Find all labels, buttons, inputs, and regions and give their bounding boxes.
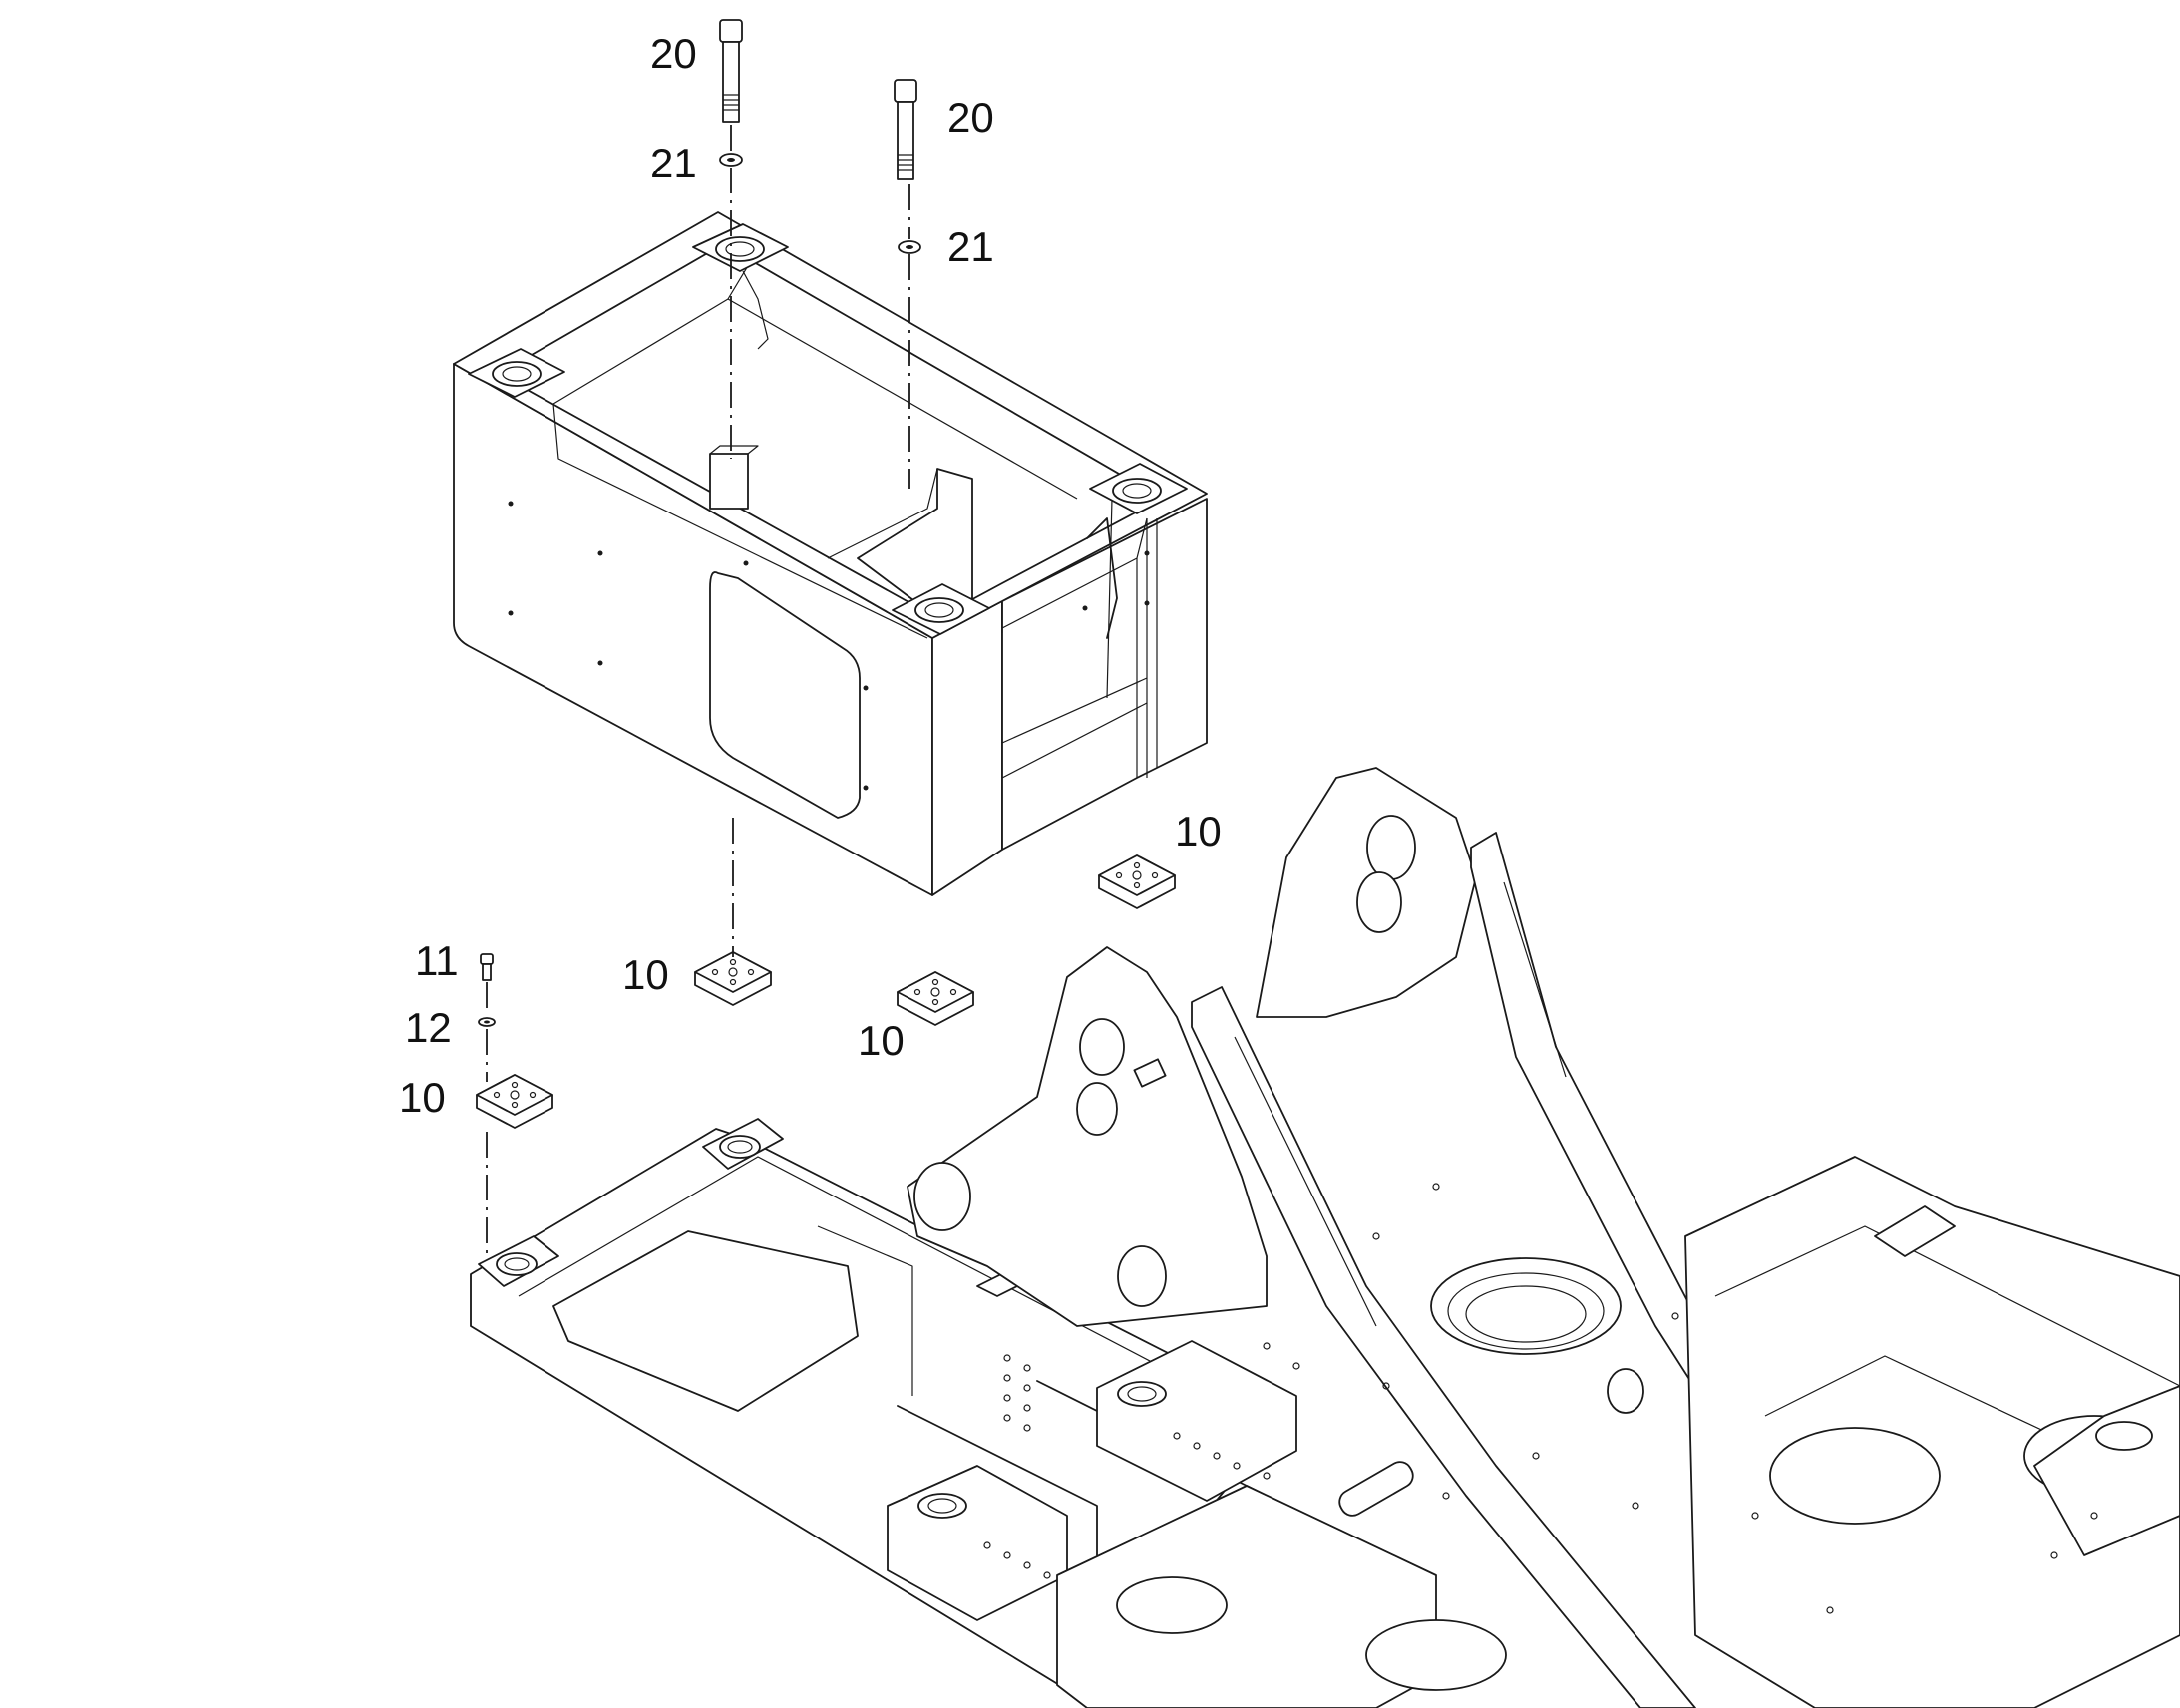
boom-pin-hole-3 bbox=[1076, 1082, 1118, 1136]
frame-mount-left bbox=[478, 1235, 559, 1287]
bolt-right bbox=[894, 79, 917, 180]
swing-bearing-ring bbox=[1430, 1257, 1622, 1355]
tank-mount-right bbox=[1089, 463, 1188, 514]
washer-right bbox=[898, 240, 921, 254]
small-washer bbox=[478, 1017, 496, 1027]
pad-center bbox=[897, 971, 974, 1026]
washer-left bbox=[719, 153, 743, 167]
callout-washer-right: 21 bbox=[947, 223, 994, 270]
callout-bolt-left: 20 bbox=[650, 30, 697, 77]
frame-lower-section bbox=[1056, 1485, 1437, 1708]
boom-pin-hole-5 bbox=[1356, 871, 1402, 933]
diagonal-beam-front bbox=[1191, 986, 1696, 1708]
callout-pad-center: 10 bbox=[858, 1017, 905, 1064]
tank-mount-front bbox=[892, 583, 990, 635]
boom-pin-hole-4 bbox=[1366, 815, 1416, 880]
tank-mount-left bbox=[468, 348, 565, 398]
boom-pin-hole-1 bbox=[913, 1162, 971, 1231]
tank-front-face bbox=[931, 600, 1003, 896]
frame-side-hole bbox=[1117, 1245, 1167, 1307]
callout-pad-back-right: 10 bbox=[1175, 808, 1222, 854]
frame-studs bbox=[1263, 1183, 2098, 1614]
chassis-frame bbox=[470, 767, 2180, 1708]
frame-right-end bbox=[1874, 1205, 1956, 1257]
tank-box bbox=[453, 211, 1208, 896]
frame-opening-right-1 bbox=[1769, 1427, 1941, 1525]
callout-small-bolt: 11 bbox=[415, 937, 459, 984]
boom-pin-hole-2 bbox=[1079, 1018, 1125, 1076]
bolt-left bbox=[719, 19, 743, 123]
frame-hole-pattern bbox=[983, 1354, 1241, 1579]
frame-opening-left bbox=[552, 1230, 859, 1412]
frame-mount-rear bbox=[702, 1118, 784, 1170]
callout-pad-front-left: 10 bbox=[622, 951, 669, 998]
frame-round-hole bbox=[1607, 1368, 1644, 1414]
tank-mount-rear bbox=[692, 223, 789, 350]
callout-bolt-right: 20 bbox=[947, 94, 994, 141]
boom-mount-plate-left bbox=[907, 946, 1268, 1327]
tank-access-cover bbox=[709, 571, 861, 819]
tank-rivets bbox=[508, 501, 1150, 791]
frame-mount-middle bbox=[1096, 1340, 1297, 1502]
tank-inner-post bbox=[709, 453, 749, 510]
pad-back-right bbox=[1098, 854, 1176, 909]
pad-front-left bbox=[694, 951, 772, 1006]
callout-washer-left: 21 bbox=[650, 140, 697, 186]
callout-small-washer: 12 bbox=[405, 1004, 452, 1051]
diagonal-beam-rear bbox=[1470, 832, 1996, 1708]
frame-mount-front bbox=[887, 1465, 1068, 1621]
small-bolt bbox=[480, 953, 494, 981]
callout-pad-far-left: 10 bbox=[399, 1074, 446, 1121]
assembly-center-lines bbox=[486, 125, 910, 1258]
pad-far-left bbox=[476, 1074, 553, 1129]
frame-right-side bbox=[1684, 1156, 2180, 1708]
